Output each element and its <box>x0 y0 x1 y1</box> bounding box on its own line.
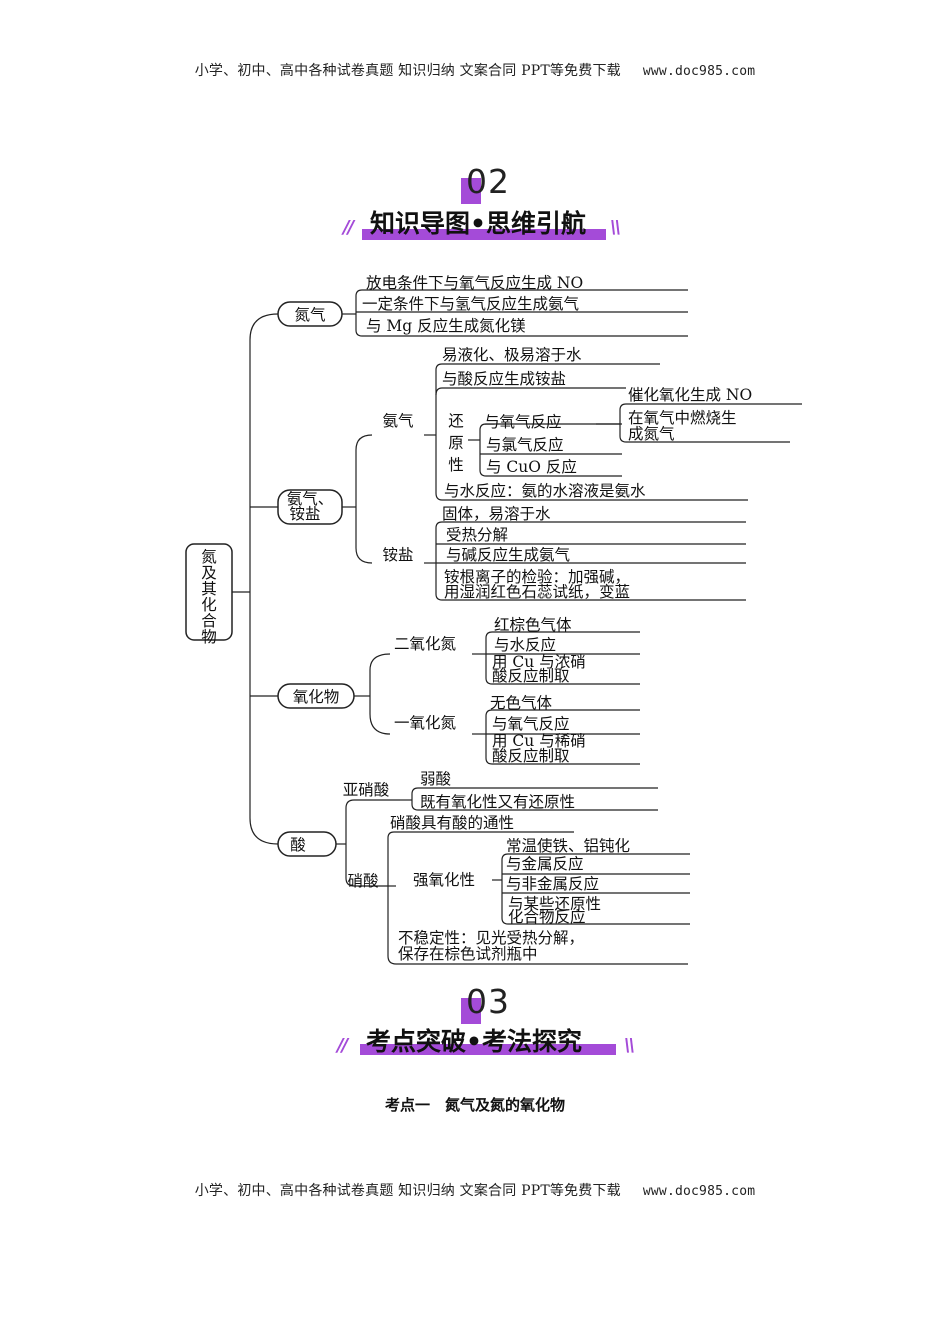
no-item: 与氧气反应 <box>492 714 570 733</box>
reduce-label: 还 <box>448 412 464 430</box>
salt-item: 固体，易溶于水 <box>442 505 551 523</box>
node-salt: 铵盐 <box>382 546 413 564</box>
node-acids: 酸 <box>290 836 306 854</box>
strong-item: 化合物反应 <box>508 907 586 926</box>
reduce-label: 性 <box>448 456 464 474</box>
page-header: 小学、初中、高中各种试卷真题 知识归纳 文案合同 PPT等免费下载 www.doc… <box>0 60 950 80</box>
node-nh3: 氨气 <box>382 412 413 430</box>
unstable-item: 保存在棕色试剂瓶中 <box>398 945 538 963</box>
n2-item: 放电条件下与氧气反应生成 NO <box>366 273 583 292</box>
node-strong-oxidation: 强氧化性 <box>413 871 475 889</box>
node-nh3-salt: 氨气、 <box>287 490 334 508</box>
salt-item: 铵根离子的检验：加强碱， <box>444 568 630 586</box>
o2-item: 成氮气 <box>628 425 675 443</box>
no2-item: 用 Cu 与浓硝 <box>492 653 586 671</box>
no-item: 用 Cu 与稀硝 <box>492 732 586 750</box>
hno2-item: 弱酸 <box>420 770 452 788</box>
n2-item: 与 Mg 反应生成氮化镁 <box>366 316 526 335</box>
node-hno3: 硝酸 <box>347 872 379 890</box>
footer-text: 小学、初中、高中各种试卷真题 知识归纳 文案合同 PPT等免费下载 <box>194 1183 621 1199</box>
page-footer: 小学、初中、高中各种试卷真题 知识归纳 文案合同 PPT等免费下载 www.doc… <box>0 1180 950 1200</box>
no-item: 酸反应制取 <box>492 746 570 765</box>
hno2-item: 既有氧化性又有还原性 <box>420 793 575 811</box>
footer-url[interactable]: www.doc985.com <box>642 1184 756 1199</box>
section-heading-03: 03 // 考点突破•考法探究 \\ <box>0 980 950 1070</box>
strong-item: 与某些还原性 <box>508 895 601 913</box>
no-item: 无色气体 <box>490 694 553 712</box>
nh3-item: 与水反应：氨的水溶液是氨水 <box>444 481 646 500</box>
o2-item: 催化氧化生成 NO <box>628 386 752 404</box>
unstable-item: 不稳定性：见光受热分解， <box>398 929 584 947</box>
knowledge-mind-map: 氮及其化合物 氮气 放电条件下与氧气反应生成 NO 一定条件下与氢气反应生成氨气… <box>185 273 802 965</box>
salt-item: 用湿润红色石蕊试纸，变蓝 <box>444 583 630 601</box>
node-no: 一氧化氮 <box>394 714 457 732</box>
salt-item: 与碱反应生成氨气 <box>446 545 570 564</box>
strong-item: 常温使铁、铝钝化 <box>506 837 630 855</box>
slash-decor-icon: // <box>337 1035 348 1056</box>
strong-item: 与非金属反应 <box>506 874 599 893</box>
nh3-item: 易液化、极易溶于水 <box>442 346 582 364</box>
header-text: 小学、初中、高中各种试卷真题 知识归纳 文案合同 PPT等免费下载 <box>194 63 621 79</box>
section-title: 知识导图•思维引航 <box>370 209 586 238</box>
section-heading-02: 02 // 知识导图•思维引航 \\ <box>0 160 950 250</box>
node-no2: 二氧化氮 <box>394 635 457 653</box>
slash-decor-icon: \\ <box>624 1035 635 1056</box>
slash-decor-icon: // <box>343 217 354 238</box>
reduce-label: 原 <box>448 434 464 452</box>
o2-item: 在氧气中燃烧生 <box>628 409 737 427</box>
reduce-item: 与氧气反应 <box>484 412 562 431</box>
section-number: 02 <box>466 162 510 201</box>
no2-item: 与水反应 <box>494 635 556 654</box>
salt-item: 受热分解 <box>446 526 508 544</box>
node-hno2: 亚硝酸 <box>343 781 390 799</box>
topic-subtitle: 考点一 氮气及氮的氧化物 <box>384 1096 565 1114</box>
n2-item: 一定条件下与氢气反应生成氨气 <box>362 294 579 313</box>
reduce-item: 与氯气反应 <box>486 435 564 454</box>
node-n2: 氮气 <box>294 306 325 324</box>
no2-item: 红棕色气体 <box>494 616 572 634</box>
node-oxides: 氧化物 <box>293 688 340 706</box>
strong-item: 与金属反应 <box>506 854 584 873</box>
no2-item: 酸反应制取 <box>492 666 570 685</box>
nh3-item: 与酸反应生成铵盐 <box>442 369 566 388</box>
node-nh3-salt: 铵盐 <box>289 505 320 523</box>
section-title: 考点突破•考法探究 <box>366 1027 582 1056</box>
header-url[interactable]: www.doc985.com <box>642 64 756 79</box>
root-label: 氮及其化合物 <box>201 548 217 646</box>
slash-decor-icon: \\ <box>610 217 621 238</box>
section-number: 03 <box>466 982 510 1021</box>
reduce-item: 与 CuO 反应 <box>486 457 577 476</box>
hno3-general: 硝酸具有酸的通性 <box>390 814 514 832</box>
